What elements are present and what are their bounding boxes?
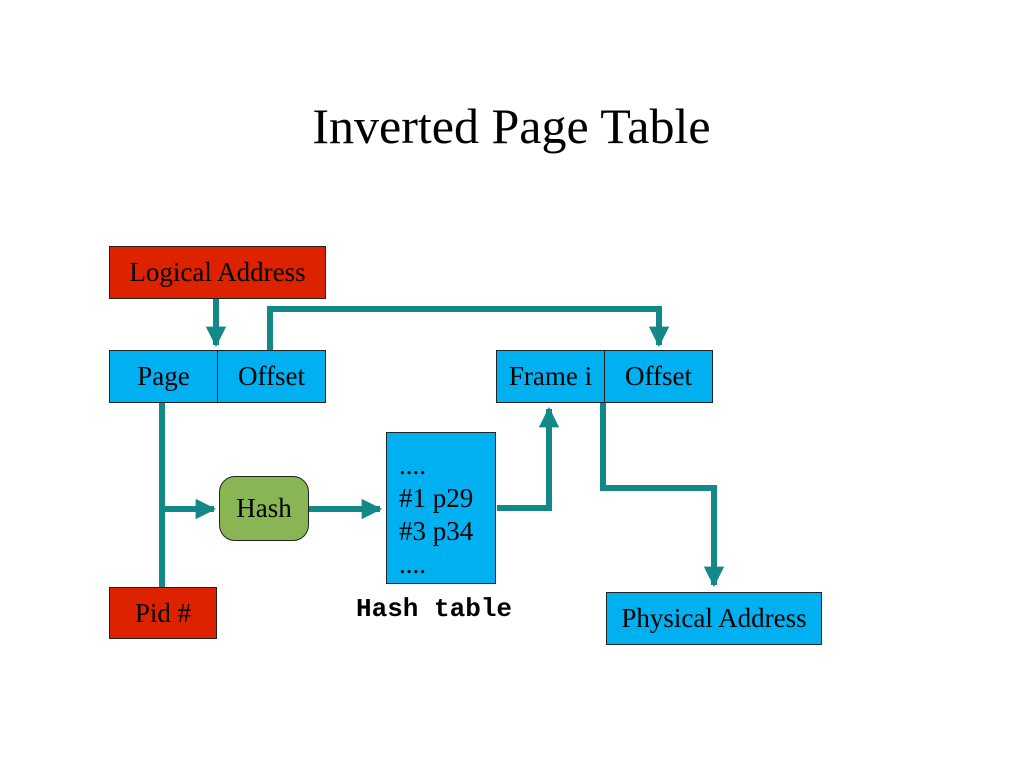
diagram-title: Inverted Page Table: [312, 98, 711, 154]
frame-box: Frame i: [496, 350, 605, 403]
hash-table-row: #1 p29: [399, 483, 474, 513]
arrow-offset-to-offset: [267, 306, 670, 350]
physical-address-box: Physical Address: [606, 592, 822, 645]
pid-box: Pid #: [109, 587, 217, 639]
physical-offset-box: Offset: [604, 350, 713, 403]
hash-table-row: ....: [399, 549, 426, 579]
hash-table: .... #1 p29 #3 p34 ....: [386, 432, 496, 584]
hash-table-row: #3 p34: [399, 516, 474, 546]
page-box: Page: [109, 350, 218, 403]
logical-offset-box: Offset: [217, 350, 326, 403]
arrow-offset-to-physical: [600, 403, 725, 588]
hash-function-box: Hash: [219, 476, 309, 541]
logical-address-box: Logical Address: [109, 246, 326, 299]
hash-table-row: ....: [399, 450, 426, 480]
arrow-table-to-frame: [497, 406, 560, 511]
hash-table-caption: Hash table: [356, 594, 513, 624]
